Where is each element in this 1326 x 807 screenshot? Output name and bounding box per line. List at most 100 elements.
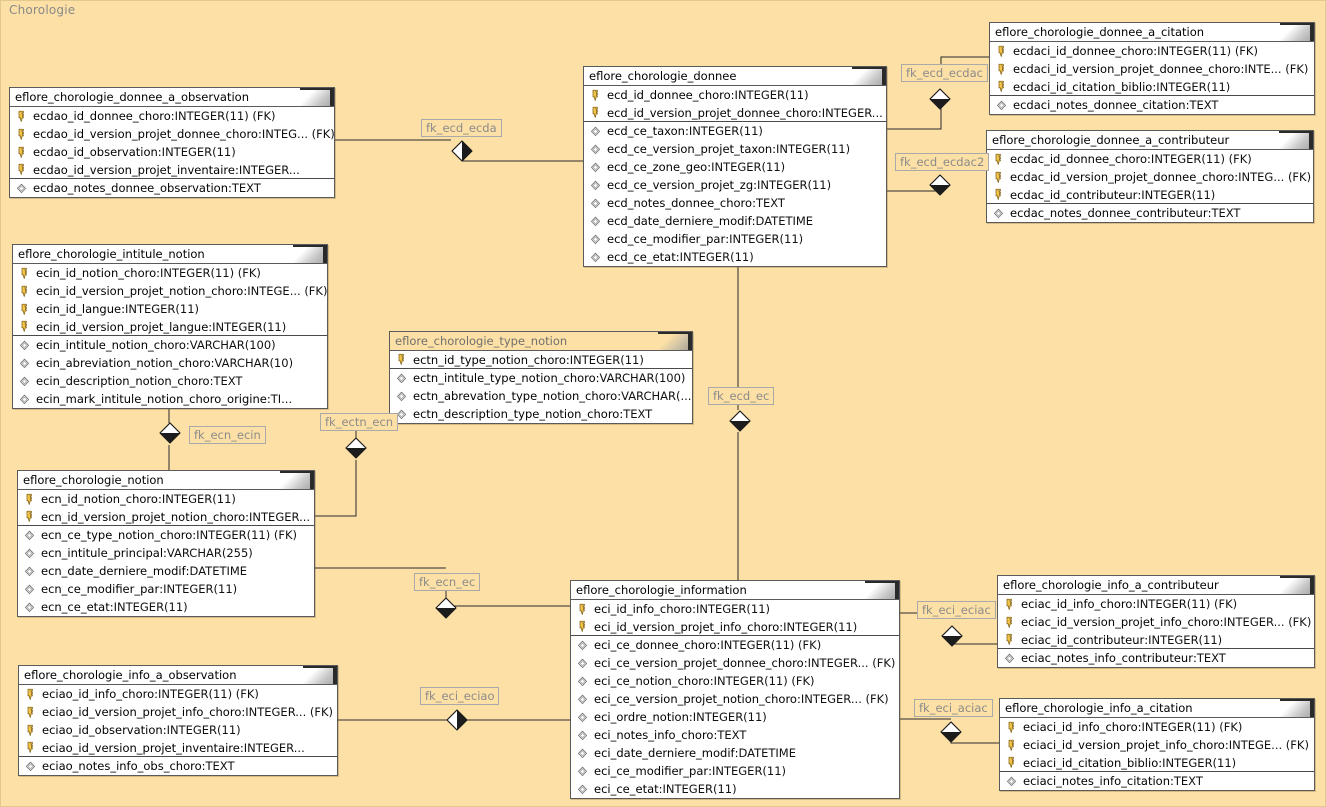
attribute-separator: : — [201, 759, 206, 773]
attribute-row[interactable]: ecin_abreviation_notion_choro: VARCHAR(1… — [13, 354, 327, 372]
attribute-row[interactable]: eciao_id_version_projet_info_choro: INTE… — [19, 703, 337, 721]
field-icon — [589, 233, 604, 246]
attribute-row[interactable]: ecd_id_donnee_choro: INTEGER(11) — [584, 86, 886, 104]
attribute-row[interactable]: eci_ce_version_projet_notion_choro: INTE… — [571, 690, 899, 708]
attribute-row[interactable]: ecn_date_derniere_modif: DATETIME — [18, 562, 314, 580]
attribute-row[interactable]: ecdao_id_donnee_choro: INTEGER(11) (FK) — [10, 107, 334, 125]
relationship-label-r10[interactable]: fk_eci_eciao — [420, 687, 500, 705]
attribute-name: ecd_date_derniere_modif — [607, 214, 752, 228]
field-icon — [576, 639, 591, 652]
attribute-list: eciaci_id_info_choro: INTEGER(11) (FK)ec… — [1000, 718, 1314, 790]
attribute-row[interactable]: ecin_id_notion_choro: INTEGER(11) (FK) — [13, 264, 327, 282]
attribute-row[interactable]: ecin_id_version_projet_langue: INTEGER(1… — [13, 318, 327, 336]
relationship-label-r5[interactable]: fk_ecn_ecin — [189, 426, 266, 444]
relationship-label-r1[interactable]: fk_ecd_ecda — [421, 119, 502, 137]
attribute-row[interactable]: ecn_id_version_projet_notion_choro: INTE… — [18, 508, 314, 526]
attribute-row[interactable]: eci_date_derniere_modif: DATETIME — [571, 744, 899, 762]
attribute-row[interactable]: ecd_ce_etat: INTEGER(11) — [584, 248, 886, 266]
attribute-row[interactable]: eci_ce_etat: INTEGER(11) — [571, 780, 899, 798]
attribute-row[interactable]: eci_id_info_choro: INTEGER(11) — [571, 600, 899, 618]
attribute-row[interactable]: eciaci_notes_info_citation: TEXT — [1000, 772, 1314, 790]
relationship-label-r2[interactable]: fk_ecd_ecdac — [901, 64, 988, 82]
attribute-row[interactable]: eciaci_id_info_choro: INTEGER(11) (FK) — [1000, 718, 1314, 736]
relationship-label-r9[interactable]: fk_eci_aciac — [914, 699, 993, 717]
attribute-row[interactable]: ecdac_notes_donnee_contributeur: TEXT — [987, 204, 1313, 222]
attribute-row[interactable]: eciao_id_version_projet_inventaire: INTE… — [19, 739, 337, 757]
attribute-row[interactable]: eciac_notes_info_contributeur: TEXT — [998, 649, 1314, 667]
attribute-row[interactable]: ecd_ce_version_projet_taxon: INTEGER(11) — [584, 140, 886, 158]
attribute-row[interactable]: eciao_id_observation: INTEGER(11) — [19, 721, 337, 739]
relationship-label-r7[interactable]: fk_ecn_ec — [414, 573, 481, 591]
attribute-row[interactable]: ectn_abrevation_type_notion_choro: VARCH… — [390, 387, 692, 405]
attribute-row[interactable]: ecd_notes_donnee_choro: TEXT — [584, 194, 886, 212]
attribute-row[interactable]: eci_notes_info_choro: TEXT — [571, 726, 899, 744]
attribute-row[interactable]: eciaci_id_citation_biblio: INTEGER(11) — [1000, 754, 1314, 772]
attribute-row[interactable]: ectn_description_type_notion_choro: TEXT — [390, 405, 692, 423]
primary-key-icon — [18, 285, 33, 298]
attribute-row[interactable]: ecin_description_notion_choro: TEXT — [13, 372, 327, 390]
attribute-row[interactable]: ectn_id_type_notion_choro: INTEGER(11) — [390, 351, 692, 369]
attribute-row[interactable]: ecdaci_id_version_projet_donnee_choro: I… — [990, 60, 1314, 78]
attribute-row[interactable]: eci_ordre_notion: INTEGER(11) — [571, 708, 899, 726]
field-icon — [576, 729, 591, 742]
attribute-row[interactable]: ecin_id_version_projet_notion_choro: INT… — [13, 282, 327, 300]
attribute-row[interactable]: ecdaci_id_citation_biblio: INTEGER(11) — [990, 78, 1314, 96]
attribute-row[interactable]: ecn_ce_modifier_par: INTEGER(11) — [18, 580, 314, 598]
attribute-row[interactable]: ecdao_id_observation: INTEGER(11) — [10, 143, 334, 161]
folded-corner-icon — [280, 471, 314, 489]
attribute-name: eciaci_id_version_projet_info_choro — [1023, 738, 1225, 752]
attribute-row[interactable]: eci_ce_modifier_par: INTEGER(11) — [571, 762, 899, 780]
attribute-row[interactable]: ectn_intitule_type_notion_choro: VARCHAR… — [390, 369, 692, 387]
attribute-row[interactable]: ecd_id_version_projet_donnee_choro: INTE… — [584, 104, 886, 122]
attribute-row[interactable]: eciao_id_info_choro: INTEGER(11) (FK) — [19, 685, 337, 703]
attribute-row[interactable]: ecdac_id_contributeur: INTEGER(11) — [987, 186, 1313, 204]
attribute-row[interactable]: ecdao_notes_donnee_observation: TEXT — [10, 179, 334, 197]
relationship-label-r4[interactable]: fk_ecd_ec — [708, 387, 775, 405]
attribute-row[interactable]: ecd_ce_taxon: INTEGER(11) — [584, 122, 886, 140]
attribute-separator: : — [751, 214, 756, 228]
attribute-row[interactable]: ecn_ce_etat: INTEGER(11) — [18, 598, 314, 616]
attribute-row[interactable]: eciac_id_contributeur: INTEGER(11) — [998, 631, 1314, 649]
attribute-row[interactable]: eciac_id_info_choro: INTEGER(11) (FK) — [998, 595, 1314, 613]
attribute-row[interactable]: ecn_ce_type_notion_choro: INTEGER(11) (F… — [18, 526, 314, 544]
attribute-row[interactable]: ecdao_id_version_projet_donnee_choro: IN… — [10, 125, 334, 143]
attribute-separator: : — [684, 124, 689, 138]
entity-title-donnee_a_citation: eflore_chorologie_donnee_a_citation — [990, 23, 1314, 42]
attribute-row[interactable]: eciao_notes_info_obs_choro: TEXT — [19, 757, 337, 775]
attribute-row[interactable]: ecdaci_id_donnee_choro: INTEGER(11) (FK) — [990, 42, 1314, 60]
attribute-row[interactable]: ecd_date_derniere_modif: DATETIME — [584, 212, 886, 230]
attribute-row[interactable]: eci_ce_version_projet_donnee_choro: INTE… — [571, 654, 899, 672]
attribute-row[interactable]: ecn_id_notion_choro: INTEGER(11) — [18, 490, 314, 508]
attribute-row[interactable]: eci_ce_notion_choro: INTEGER(11) (FK) — [571, 672, 899, 690]
relationship-label-r8[interactable]: fk_eci_eciac — [917, 601, 996, 619]
attribute-row[interactable]: eciac_id_version_projet_info_choro: INTE… — [998, 613, 1314, 631]
attribute-row[interactable]: ecdac_id_donnee_choro: INTEGER(11) (FK) — [987, 150, 1313, 168]
attribute-row[interactable]: ecdaci_notes_donnee_citation: TEXT — [990, 96, 1314, 114]
attribute-row[interactable]: eci_id_version_projet_info_choro: INTEGE… — [571, 618, 899, 636]
field-icon — [18, 339, 33, 352]
attribute-row[interactable]: ecin_id_langue: INTEGER(11) — [13, 300, 327, 318]
attribute-row[interactable]: ecd_ce_version_projet_zg: INTEGER(11) — [584, 176, 886, 194]
attribute-row[interactable]: ecdao_id_version_projet_inventaire: INTE… — [10, 161, 334, 179]
attribute-row[interactable]: ecin_mark_intitule_notion_choro_origine:… — [13, 390, 327, 408]
attribute-row[interactable]: ecd_ce_zone_geo: INTEGER(11) — [584, 158, 886, 176]
attribute-row[interactable]: eciaci_id_version_projet_info_choro: INT… — [1000, 736, 1314, 754]
attribute-row[interactable]: ecdac_id_version_projet_donnee_choro: IN… — [987, 168, 1313, 186]
attribute-row[interactable]: ecin_intitule_notion_choro: VARCHAR(100) — [13, 336, 327, 354]
relationship-label-r3[interactable]: fk_ecd_ecdac2 — [895, 153, 990, 171]
attribute-row[interactable]: ecn_intitule_principal: VARCHAR(255) — [18, 544, 314, 562]
relationship-label-r6[interactable]: fk_ectn_ecn — [320, 413, 399, 431]
attribute-row[interactable]: ecd_ce_modifier_par: INTEGER(11) — [584, 230, 886, 248]
attribute-row[interactable]: eci_ce_donnee_choro: INTEGER(11) (FK) — [571, 636, 899, 654]
